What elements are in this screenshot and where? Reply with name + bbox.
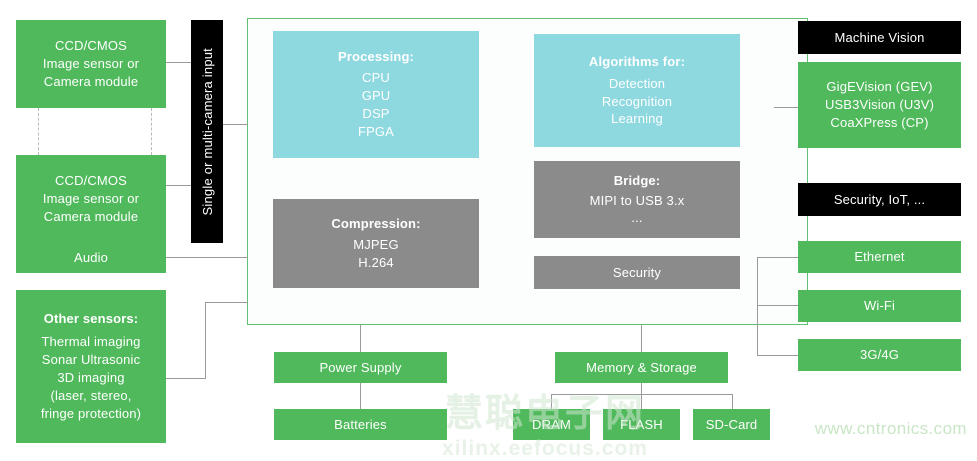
connector-bus-to-sdcard	[732, 394, 733, 409]
batteries-label: Batteries	[334, 416, 387, 432]
connector-bus-to-wifi	[757, 305, 798, 306]
connector-frame-to-machinevision	[774, 107, 798, 108]
machine-vision-protocols[interactable]: GigEVision (GEV) USB3Vision (U3V) CoaXPr…	[798, 62, 961, 148]
processing-line-2: DSP	[362, 105, 390, 121]
security-label: Security	[612, 264, 662, 280]
audio-label: Audio	[74, 249, 108, 265]
machine-vision-header-label: Machine Vision	[834, 29, 925, 45]
batteries-block[interactable]: Batteries	[274, 409, 447, 440]
power-supply-label: Power Supply	[319, 359, 402, 375]
algorithms-line-1: Recognition	[601, 93, 673, 109]
cellular-label: 3G/4G	[859, 347, 900, 363]
other-sensors-line-2: 3D imaging	[57, 370, 125, 385]
security-iot-header: Security, IoT, ...	[798, 183, 961, 216]
algorithms-line-2: Learning	[611, 111, 663, 127]
connector-sensor2-to-input	[165, 185, 191, 186]
sdcard-block[interactable]: SD-Card	[693, 409, 770, 440]
sensor1-line-2: Camera module	[43, 73, 139, 89]
ccd-cmos-sensor-2[interactable]: CCD/CMOS Image sensor or Camera module	[16, 155, 166, 243]
sensor2-line-0: CCD/CMOS	[55, 173, 127, 189]
other-sensors-header: Other sensors:	[43, 311, 139, 327]
other-sensors-line-1: Sonar Ultrasonic	[41, 352, 141, 368]
bridge-block[interactable]: Bridge: MIPI to USB 3.x ...	[534, 161, 740, 238]
algorithms-line-0: Detection	[608, 75, 666, 91]
connector-audio-to-frame	[165, 257, 248, 258]
algorithms-block[interactable]: Algorithms for: Detection Recognition Le…	[534, 34, 740, 147]
bridge-line-0: MIPI to USB 3.x	[589, 192, 685, 208]
compression-line-0: MJPEG	[353, 237, 399, 253]
connector-frame-to-powersupply	[360, 325, 361, 352]
other-sensors-block[interactable]: Other sensors: Thermal imaging Sonar Ult…	[16, 290, 166, 443]
dram-label: DRAM	[532, 416, 571, 432]
compression-block[interactable]: Compression: MJPEG H.264	[273, 199, 479, 288]
site-watermark: www.cntronics.com	[814, 419, 967, 438]
ethernet-block[interactable]: Ethernet	[798, 241, 961, 273]
sensor2-line-2: Camera module	[43, 208, 139, 224]
camera-input-label-text: Single or multi-camera input	[199, 47, 215, 216]
compression-header: Compression:	[331, 216, 421, 232]
flash-block[interactable]: FLASH	[603, 409, 680, 440]
connector-right-bus-mv	[774, 107, 775, 108]
processing-line-3: FPGA	[358, 123, 394, 139]
connector-othersensors-h2	[205, 302, 248, 303]
wifi-block[interactable]: Wi-Fi	[798, 290, 961, 322]
connector-othersensors-h1	[165, 378, 205, 379]
compression-line-1: H.264	[358, 254, 394, 270]
audio-block[interactable]: Audio	[16, 242, 166, 273]
cellular-block[interactable]: 3G/4G	[798, 339, 961, 371]
machine-vision-header: Machine Vision	[798, 21, 961, 54]
sensor1-line-1: Image sensor or	[42, 56, 140, 72]
ccd-cmos-sensor-1[interactable]: CCD/CMOS Image sensor or Camera module	[16, 20, 166, 108]
connector-powersupply-to-batteries	[360, 382, 361, 409]
flash-label: FLASH	[620, 416, 663, 432]
dram-block[interactable]: DRAM	[513, 409, 590, 440]
memory-storage-block[interactable]: Memory & Storage	[555, 352, 728, 383]
security-block[interactable]: Security	[534, 256, 740, 289]
dashed-link-sensors-left	[38, 108, 39, 155]
machine-vision-line-2: CoaXPress (CP)	[830, 114, 929, 130]
processing-block[interactable]: Processing: CPU GPU DSP FPGA	[273, 31, 479, 158]
algorithms-header: Algorithms for:	[588, 53, 686, 69]
connector-bus-to-dram	[551, 394, 552, 409]
bridge-line-1: ...	[631, 210, 643, 226]
ethernet-label: Ethernet	[854, 249, 905, 265]
processing-line-1: GPU	[361, 88, 391, 104]
processing-header: Processing:	[337, 49, 415, 65]
connector-bus-to-flash	[641, 394, 642, 409]
connector-input-to-frame	[223, 124, 248, 125]
other-sensors-line-0: Thermal imaging	[41, 334, 141, 350]
sdcard-label: SD-Card	[705, 416, 758, 432]
memory-storage-label: Memory & Storage	[586, 359, 697, 375]
connector-bus-to-cellular	[757, 355, 798, 356]
power-supply-block[interactable]: Power Supply	[274, 352, 447, 383]
processing-line-0: CPU	[362, 70, 390, 86]
dashed-link-sensors-right	[151, 108, 152, 155]
connector-frame-to-memory	[641, 325, 642, 352]
connector-sensor1-to-input	[165, 62, 191, 63]
camera-input-label: Single or multi-camera input	[191, 20, 223, 243]
sensor2-line-1: Image sensor or	[42, 191, 140, 207]
sensor1-line-0: CCD/CMOS	[55, 38, 127, 54]
security-iot-header-label: Security, IoT, ...	[833, 191, 926, 207]
connector-frame-to-network-bus	[757, 257, 798, 258]
wifi-label: Wi-Fi	[863, 298, 896, 314]
connector-network-bus-vertical	[757, 257, 758, 355]
bridge-header: Bridge:	[613, 172, 661, 188]
connector-othersensors-v	[205, 302, 206, 379]
other-sensors-line-3: (laser, stereo,	[50, 387, 132, 403]
other-sensors-line-4: fringe protection)	[40, 405, 142, 421]
machine-vision-line-1: USB3Vision (U3V)	[824, 97, 935, 113]
machine-vision-line-0: GigEVision (GEV)	[826, 79, 933, 95]
center-watermark-sub: xilinx.eefocus.com	[442, 436, 648, 460]
